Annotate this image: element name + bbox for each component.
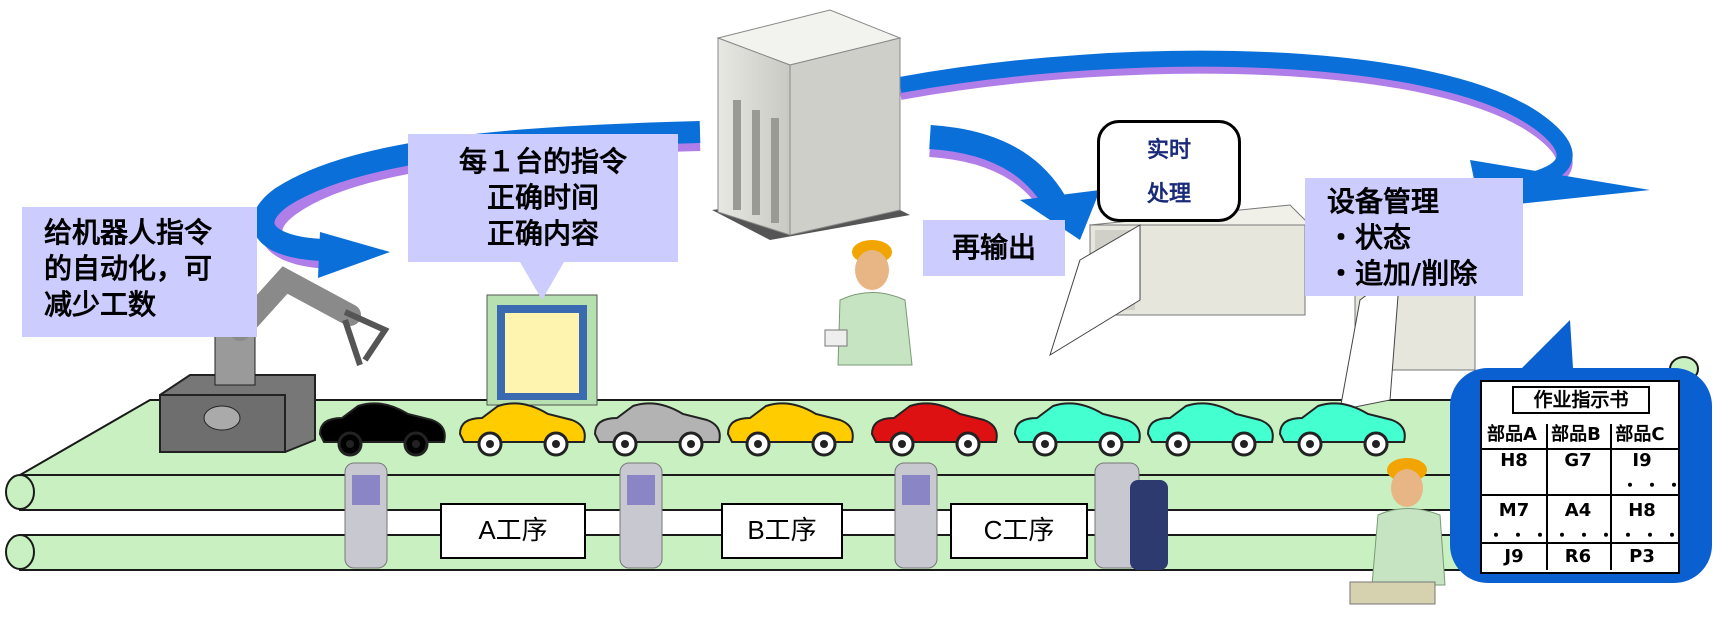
instruction-sheet: 作业指示书 部品A 部品B 部品C H8 G7 I9 ・・・ M7 A4 H8 …	[1480, 380, 1682, 574]
step-a-box: A工序	[440, 503, 586, 559]
realtime-bubble: 实时 处理	[1097, 120, 1241, 222]
bubble-line: 处理	[1146, 182, 1191, 207]
car-icon	[870, 402, 998, 457]
sheet-title: 作业指示书	[1512, 386, 1650, 414]
worker-center-icon	[824, 240, 913, 366]
server-tower-icon	[712, 9, 910, 240]
sheet-cell: I9	[1632, 450, 1652, 471]
equipment-label-line: 设备管理	[1327, 185, 1440, 218]
phone-icons	[344, 462, 1168, 570]
command-pointer-icon	[520, 262, 564, 300]
sheet-cell: M7	[1498, 500, 1530, 521]
sheet-cell: H8	[1500, 450, 1528, 471]
car-icon	[318, 402, 446, 457]
worker-right-icon	[1349, 458, 1446, 605]
equipment-label-line: ・追加/削除	[1327, 257, 1478, 290]
sheet-dots: ・・・	[1622, 476, 1689, 495]
command-label-line: 正确时间	[486, 181, 599, 214]
car-icon	[458, 402, 586, 457]
command-label-line: 正确内容	[486, 217, 599, 250]
sheet-header: 部品C	[1615, 424, 1665, 445]
sheet-cell: P3	[1629, 546, 1655, 567]
sheet-dots: ・・・・・・・・・	[1488, 526, 1687, 545]
display-panel-icon	[486, 294, 598, 406]
sheet-cell: R6	[1564, 546, 1592, 567]
arrow-head-left	[318, 232, 390, 278]
command-label-line: 每１台的指令	[458, 145, 627, 178]
arrow-head-center	[1020, 190, 1100, 240]
sheet-header: 部品B	[1551, 424, 1601, 445]
reoutput-label: 再输出	[923, 220, 1065, 276]
step-c-box: C工序	[950, 503, 1088, 559]
equipment-label: 设备管理 ・状态 ・追加/削除	[1305, 178, 1523, 296]
command-label: 每１台的指令 正确时间 正确内容	[408, 134, 678, 262]
robot-arm-icon	[159, 266, 390, 453]
sheet-cell: J9	[1504, 546, 1524, 567]
bubble-line: 实时	[1146, 138, 1191, 163]
robot-label-line: 的自动化，可	[44, 252, 213, 285]
car-icon	[726, 402, 854, 457]
printer-icon	[1049, 204, 1312, 357]
car-icon	[1146, 402, 1274, 457]
sheet-cell: H8	[1628, 500, 1656, 521]
sheet-header: 部品A	[1487, 424, 1537, 445]
robot-label-line: 给机器人指令	[44, 216, 213, 249]
step-b-box: B工序	[721, 503, 843, 559]
equipment-label-line: ・状态	[1327, 221, 1412, 254]
car-row	[318, 402, 1406, 457]
robot-label-line: 减少工数	[44, 288, 157, 321]
robot-instruction-label: 给机器人指令 的自动化，可 减少工数	[22, 207, 257, 337]
car-icon	[1278, 402, 1406, 457]
sheet-cell: G7	[1564, 450, 1592, 471]
car-icon	[1013, 402, 1141, 457]
sheet-cell: A4	[1564, 500, 1592, 521]
car-icon	[593, 402, 721, 457]
